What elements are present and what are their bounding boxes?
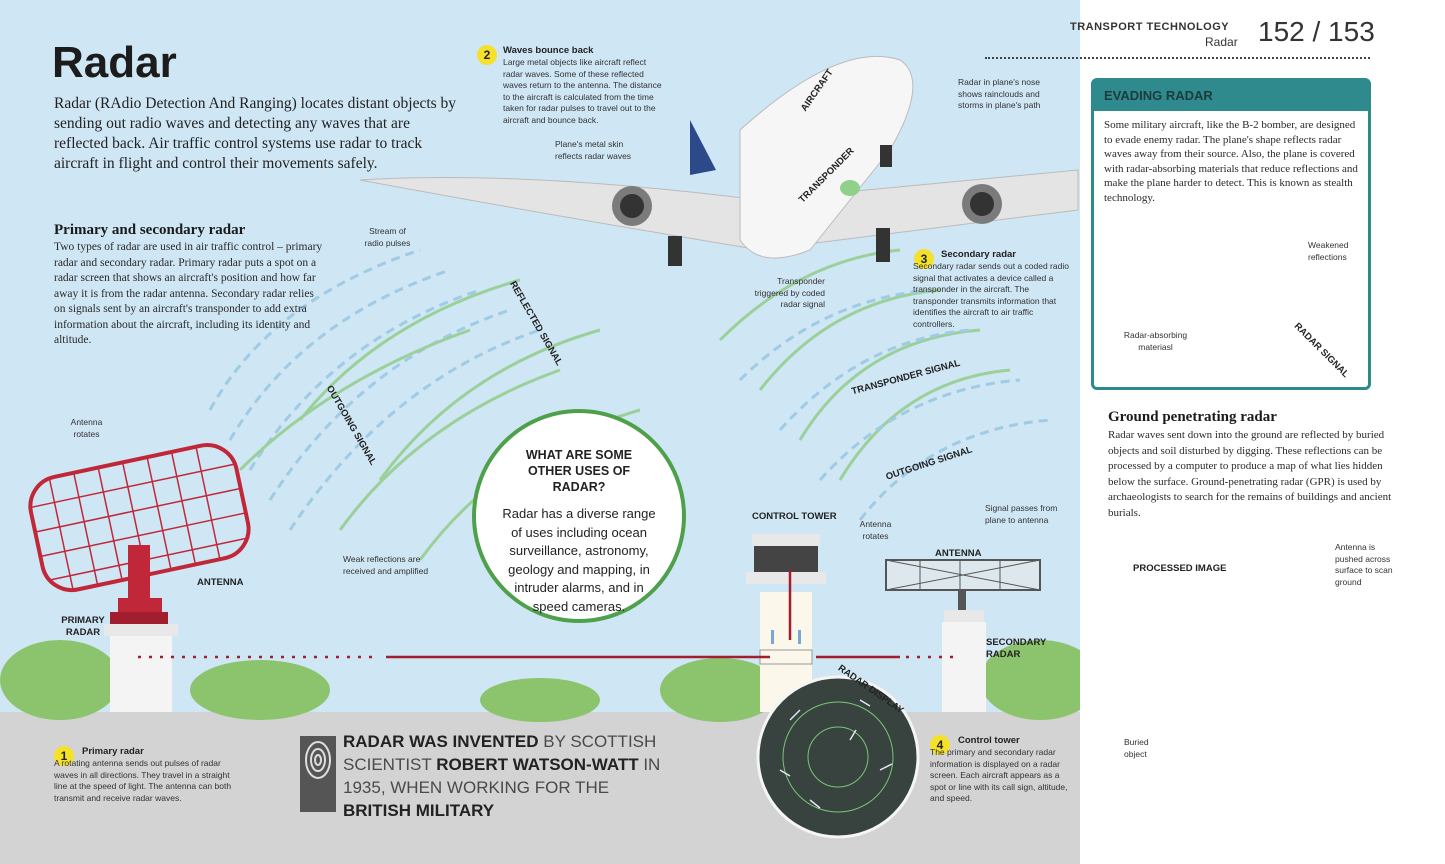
- gpr-antenna-note: Antenna is pushed across surface to scan…: [1335, 542, 1393, 587]
- annotation-transponder: Transponder triggered by coded radar sig…: [754, 276, 825, 309]
- step-badge-1: 1: [54, 746, 74, 766]
- circle-answer: Radar has a diverse range of uses includ…: [502, 506, 656, 614]
- signal-links: [138, 570, 955, 659]
- evading-weakened: Weakened reflections: [1308, 240, 1349, 262]
- fact-part-1: RADAR WAS INVENTED: [343, 732, 539, 751]
- fingerprint-icon: [300, 736, 336, 812]
- annotation-antenna-rotates: Antenna rotates: [70, 417, 103, 439]
- radar-illustration: [0, 55, 1080, 839]
- fact-part-4: IN 1935, WHEN WORKING FOR THE: [343, 755, 661, 797]
- page-title: Radar: [52, 38, 177, 87]
- annotation-stream-pulses: Stream of radio pulses: [364, 226, 411, 248]
- step-title-4: Control tower: [958, 735, 1020, 746]
- header-subsection: Radar: [1205, 35, 1238, 49]
- transponder-waves: [718, 248, 1011, 481]
- annotation-weak-reflections: Weak reflections are received and amplif…: [343, 554, 429, 576]
- evading-heading: EVADING RADAR: [1094, 81, 1368, 111]
- annotation-nose-radar: Radar in plane's nose shows rainclouds a…: [958, 77, 1041, 110]
- outgoing-waves: [208, 248, 541, 531]
- header-section: TRANSPORT TECHNOLOGY: [1070, 21, 1230, 33]
- label-control-tower: CONTROL TOWER: [752, 511, 837, 522]
- evading-body: Some military aircraft, like the B-2 bom…: [1104, 119, 1358, 204]
- label-secondary-radar: SECONDARY RADAR: [986, 637, 1047, 660]
- primary-secondary-body: Two types of radar are used in air traff…: [54, 241, 323, 346]
- label-antenna-left: ANTENNA: [197, 577, 244, 588]
- step-title-3: Secondary radar: [941, 249, 1016, 260]
- evading-radar-box: EVADING RADAR Some military aircraft, li…: [1091, 78, 1371, 390]
- step-text-2: Large metal objects like aircraft reflec…: [503, 57, 662, 125]
- header-divider: [985, 57, 1370, 59]
- gpr-buried-note: Buried object: [1124, 737, 1149, 759]
- step-text-4: The primary and secondary radar informat…: [930, 747, 1068, 803]
- fact-part-3: ROBERT WATSON-WATT: [436, 755, 639, 774]
- page-numbers: 152 / 153: [1258, 16, 1375, 47]
- step-badge-3: 3: [914, 249, 934, 269]
- intro-text: Radar (RAdio Detection And Ranging) loca…: [54, 95, 457, 172]
- other-uses-circle: WHAT ARE SOME OTHER USES OF RADAR? Radar…: [472, 409, 686, 623]
- fact-box: RADAR WAS INVENTED BY SCOTTISH SCIENTIST…: [343, 730, 673, 822]
- step-title-2: Waves bounce back: [503, 45, 594, 56]
- circle-question: WHAT ARE SOME OTHER USES OF RADAR?: [525, 448, 633, 494]
- annotation-metal-skin: Plane's metal skin reflects radar waves: [555, 139, 632, 161]
- gpr-heading: Ground penetrating radar: [1108, 409, 1277, 425]
- gpr-body: Radar waves sent down into the ground ar…: [1108, 429, 1392, 519]
- secondary-radar-antenna: [885, 559, 1041, 712]
- step-text-3: Secondary radar sends out a coded radio …: [913, 261, 1069, 329]
- primary-radar-antenna: [28, 443, 251, 712]
- step-badge-2: 2: [477, 45, 497, 65]
- step-title-1: Primary radar: [82, 746, 144, 757]
- airplane: [359, 55, 1079, 266]
- evading-absorbing: Radar-absorbing materiasl: [1123, 330, 1188, 352]
- annotation-antenna-rotates-2: Antenna rotates: [859, 519, 892, 541]
- gpr-processed-label: PROCESSED IMAGE: [1133, 563, 1227, 574]
- label-antenna-right: ANTENNA: [935, 548, 982, 559]
- radar-display-screen: [756, 675, 920, 839]
- step-badge-4: 4: [930, 735, 950, 755]
- fact-part-2: BY SCOTTISH SCIENTIST: [343, 732, 657, 774]
- step-text-1: A rotating antenna sends out pulses of r…: [54, 758, 232, 803]
- incoming-waves: [738, 288, 1051, 521]
- bushes: [0, 640, 1080, 722]
- fact-part-5: BRITISH MILITARY: [343, 801, 495, 820]
- annotation-signal-passes: Signal passes from plane to antenna: [985, 503, 1058, 525]
- primary-secondary-heading: Primary and secondary radar: [54, 222, 246, 238]
- label-primary-radar: PRIMARY RADAR: [61, 615, 105, 638]
